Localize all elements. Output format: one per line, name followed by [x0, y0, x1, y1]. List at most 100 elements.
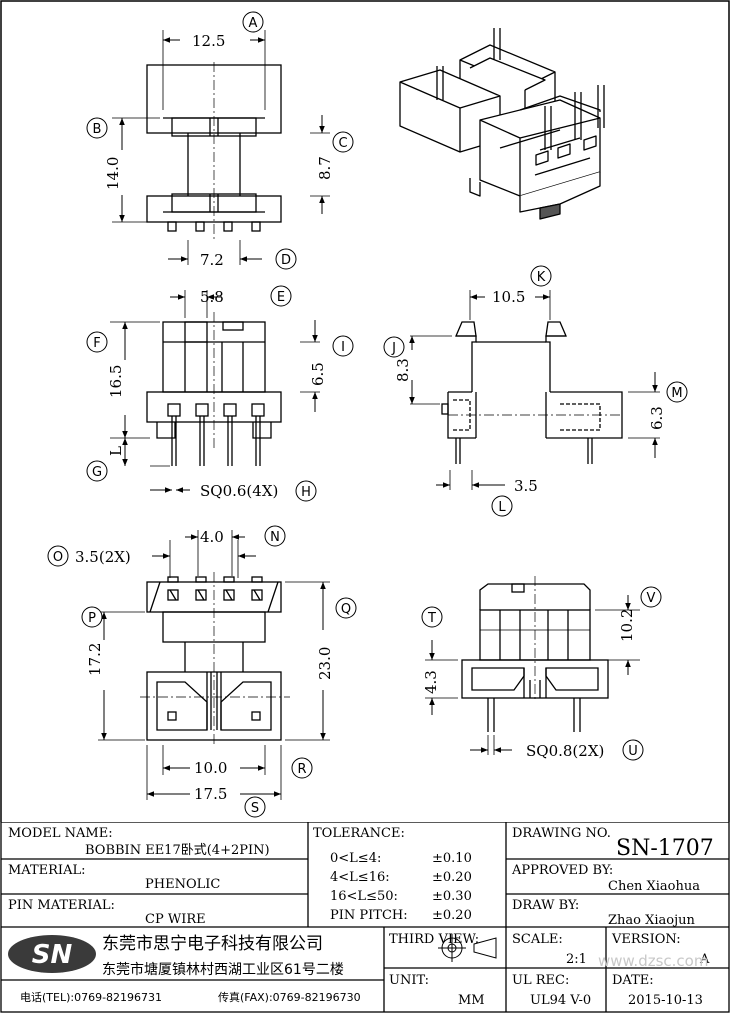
view-middle-right: [410, 290, 660, 490]
ul-rec-value: UL94 V-0: [530, 993, 591, 1008]
drawing-sheet: 12.5 14.0 8.7 7.2: [0, 0, 730, 822]
tolerance-label: TOLERANCE:: [313, 826, 405, 841]
dim-c-value: 8.7: [316, 156, 334, 180]
callout-j: J: [391, 341, 396, 356]
title-block: MODEL NAME: BOBBIN EE17卧式(4+2PIN) MATERI…: [0, 822, 730, 1013]
company-logo: SN: [8, 935, 96, 973]
callout-g-bubble: [86, 460, 108, 482]
logo-text: SN: [32, 940, 73, 970]
callout-v-bubble: [640, 586, 662, 608]
isometric-view: [399, 28, 605, 220]
callout-k: K: [537, 270, 546, 285]
view-bottom-right: [425, 576, 640, 755]
dim-i-value: 6.5: [309, 362, 327, 386]
callout-a: A: [249, 16, 258, 31]
dim-v-value: 10.2: [618, 609, 636, 642]
callout-i: I: [341, 340, 345, 355]
dim-k-value: 10.5: [492, 288, 525, 306]
dim-e-value: 5.8: [200, 288, 224, 306]
callout-m-bubble: [666, 381, 688, 403]
callout-d-bubble: [275, 248, 297, 270]
model-name-label: MODEL NAME:: [8, 826, 113, 841]
callout-b-bubble: [86, 117, 108, 139]
material-label: MATERIAL:: [8, 863, 85, 878]
dim-u-value: SQ0.8(2X): [526, 742, 604, 760]
callout-q: Q: [341, 602, 351, 617]
view-middle-left: [110, 290, 320, 467]
callout-m: M: [671, 386, 682, 401]
material-value: PHENOLIC: [145, 877, 220, 892]
dim-q-value: 23.0: [316, 647, 334, 680]
callout-g: G: [92, 465, 102, 480]
dim-j-value: 8.3: [394, 358, 412, 382]
dim-a-value: 12.5: [192, 32, 225, 50]
callout-e: E: [277, 290, 285, 305]
callout-e-bubble: [270, 285, 292, 307]
dim-b-value: 14.0: [104, 157, 122, 190]
scale-label: SCALE:: [512, 932, 563, 947]
third-angle-projection-icon: [438, 934, 497, 962]
callout-t: T: [427, 611, 436, 626]
version-value: A: [699, 952, 710, 967]
callout-k-bubble: [530, 265, 552, 287]
callout-l: L: [498, 500, 506, 515]
callout-s-bubble: [244, 796, 266, 818]
dim-p-value: 17.2: [86, 643, 104, 676]
dim-n-value: 4.0: [200, 528, 224, 546]
callout-c: C: [338, 136, 347, 151]
third-view-label: THIRD VIEW:: [389, 932, 479, 947]
pin-material-value: CP WIRE: [145, 912, 206, 927]
model-name-value: BOBBIN EE17卧式(4+2PIN): [85, 843, 270, 858]
callout-b: B: [93, 122, 102, 137]
callout-p-bubble: [81, 606, 103, 628]
callout-t-bubble: [421, 606, 443, 628]
callout-l-bubble: [491, 495, 513, 517]
callout-q-bubble: [335, 597, 357, 619]
company-fax: 传真(FAX):0769-82196730: [218, 990, 361, 1004]
callout-u: U: [628, 744, 638, 759]
tolerance-range-1: 0<L≤4:: [330, 851, 381, 866]
scale-value: 2:1: [566, 952, 587, 967]
callout-r: R: [297, 762, 306, 777]
callout-n-bubble: [264, 525, 286, 547]
drawing-no-value: SN-1707: [616, 836, 714, 861]
view-top-left: [112, 30, 330, 265]
callout-d: D: [281, 253, 291, 268]
tolerance-value-2: ±0.20: [432, 870, 472, 885]
callout-f-bubble: [86, 331, 108, 353]
callout-h-bubble: [295, 480, 317, 502]
company-address: 东莞市塘厦镇林村西湖工业区61号二楼: [102, 961, 344, 978]
version-label: VERSION:: [611, 932, 681, 947]
callout-o: O: [53, 550, 63, 565]
tolerance-range-2: 4<L≤16:: [330, 870, 390, 885]
dim-s-value: 17.5: [194, 785, 227, 803]
dim-t-value: 4.3: [422, 670, 440, 694]
callout-i-bubble: [332, 335, 354, 357]
view-bottom-left: [98, 530, 330, 800]
watermark: www.dzsc.com: [598, 952, 708, 970]
callout-f: F: [93, 336, 100, 351]
unit-label: UNIT:: [389, 973, 429, 988]
dim-f-value: 16.5: [107, 365, 125, 398]
pin-material-label: PIN MATERIAL:: [8, 898, 115, 913]
unit-value: MM: [458, 993, 485, 1008]
dim-h-value: SQ0.6(4X): [200, 482, 278, 500]
company-name: 东莞市思宁电子科技有限公司: [102, 934, 323, 954]
callout-a-bubble: [242, 11, 264, 33]
callout-r-bubble: [291, 757, 313, 779]
dim-o-value: 3.5(2X): [75, 548, 131, 566]
callout-p: P: [88, 611, 96, 626]
dim-d-value: 7.2: [200, 251, 224, 269]
drawn-by-value: Zhao Xiaojun: [608, 913, 696, 928]
callout-n: N: [270, 530, 280, 545]
tolerance-value-3: ±0.30: [432, 889, 472, 904]
tolerance-range-4: PIN PITCH:: [330, 908, 408, 923]
callout-u-bubble: [622, 739, 644, 761]
approved-by-value: Chen Xiaohua: [608, 879, 700, 894]
callout-c-bubble: [332, 131, 354, 153]
callout-j-bubble: [383, 336, 405, 358]
callout-v: V: [647, 591, 656, 606]
drawn-by-label: DRAW BY:: [512, 898, 579, 913]
callout-h: H: [301, 485, 311, 500]
dim-m-value: 6.3: [648, 406, 666, 430]
